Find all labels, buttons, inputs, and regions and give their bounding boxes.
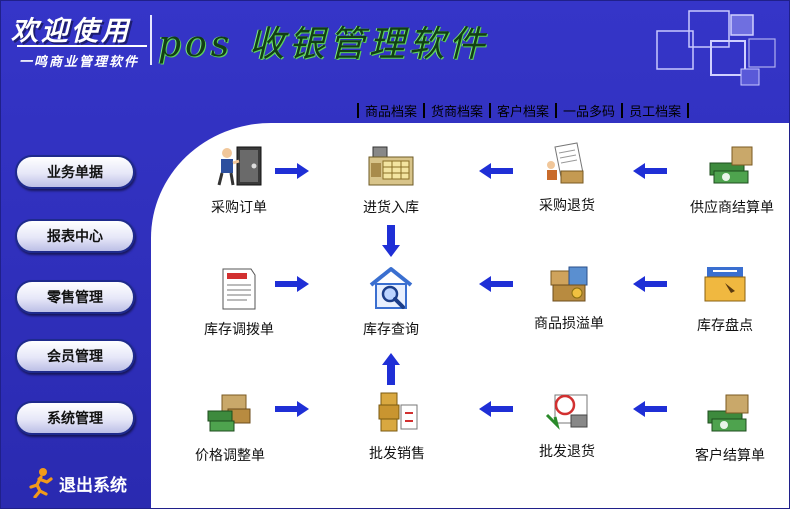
cash-register-icon [368,146,414,186]
boxes-icon [550,266,588,302]
node-label-customer-settlement: 客户结算单 [695,448,765,464]
node-supplier-settlement[interactable]: 供应商结算单 [681,141,783,217]
brand-logo: 欢迎使用 一鸣商业管理软件 [11,9,147,71]
arrow-left-icon [479,163,513,179]
arrow-left-icon [479,401,513,417]
nav-customer-files[interactable]: 客户档案 [497,104,550,120]
arrow-left-icon [479,276,513,292]
node-label-damage-overflow: 商品损溢单 [534,316,604,332]
node-stock-in[interactable]: 进货入库 [351,141,431,217]
exit-label: 退出系统 [59,475,127,496]
money-boxes-icon [207,394,251,432]
arrow-right-icon [275,163,309,179]
sidebar-button-business-documents[interactable]: 业务单据 [15,155,135,189]
node-wholesale[interactable]: 批发销售 [359,387,435,463]
running-person-icon [29,468,53,498]
arrow-left-icon [633,163,667,179]
boxes-exchange-icon [378,392,418,432]
nav-separator [687,102,690,118]
money-stack-icon [709,146,753,184]
document-icon [222,268,256,310]
nav-supplier-files[interactable]: 货商档案 [431,104,484,120]
person-document-icon [547,142,584,184]
sidebar-button-report-center[interactable]: 报表中心 [15,219,135,253]
brand-underline [17,45,147,47]
arrow-right-icon [275,401,309,417]
nav-separator [423,102,426,118]
arrow-up-icon [382,353,400,385]
node-label-stock-query: 库存查询 [363,322,419,338]
node-purchase-return[interactable]: 采购退货 [527,139,607,215]
node-label-wholesale: 批发销售 [369,446,425,462]
nav-separator [555,102,558,118]
sidebar-button-retail-management[interactable]: 零售管理 [15,280,135,314]
node-purchase-order[interactable]: 采购订单 [199,141,279,217]
return-stamp-icon [545,394,588,430]
node-label-stock-in: 进货入库 [363,200,419,216]
node-label-purchase-order: 采购订单 [211,200,267,216]
safe-person-icon [217,146,262,186]
nav-separator [489,102,492,118]
nav-multi-barcode[interactable]: 一品多码 [563,104,616,120]
money-stack-icon [707,394,749,432]
nav-separator [621,102,624,118]
house-magnifier-icon [369,267,413,309]
node-label-stock-transfer: 库存调拨单 [204,322,274,338]
top-navigation: 商品档案 货商档案 客户档案 一品多码 员工档案 [351,101,695,120]
brand-subtitle: 一鸣商业管理软件 [19,55,140,70]
nav-product-files[interactable]: 商品档案 [365,104,418,120]
decorative-squares [656,10,776,86]
nav-separator [357,102,359,118]
arrow-right-icon [275,276,309,292]
node-label-wholesale-return: 批发退货 [539,444,595,460]
node-label-stock-count: 库存盘点 [697,318,753,334]
sidebar-button-system-management[interactable]: 系统管理 [15,401,135,435]
node-label-supplier-settlement: 供应商结算单 [690,200,774,216]
content-panel [151,123,789,508]
node-stock-transfer[interactable]: 库存调拨单 [197,263,281,339]
node-price-adjustment[interactable]: 价格调整单 [185,389,275,465]
exit-button[interactable]: 退出系统 [29,468,127,498]
arrow-left-icon [633,401,667,417]
node-stock-query[interactable]: 库存查询 [353,263,429,339]
node-wholesale-return[interactable]: 批发退货 [529,385,605,461]
node-stock-count[interactable]: 库存盘点 [685,259,765,335]
nav-employee-files[interactable]: 员工档案 [629,104,682,120]
brand-welcome-text: 欢迎使用 [11,16,131,47]
app-title: pos 收银管理软件 [158,24,489,65]
node-customer-settlement[interactable]: 客户结算单 [685,389,775,465]
arrow-left-icon [633,276,667,292]
sidebar-button-member-management[interactable]: 会员管理 [15,339,135,373]
node-damage-overflow[interactable]: 商品损溢单 [523,257,615,333]
node-label-purchase-return: 采购退货 [539,198,595,214]
arrow-down-icon [382,225,400,257]
folder-icon [704,267,746,302]
title-divider [150,15,152,65]
node-label-price-adjustment: 价格调整单 [195,448,265,464]
